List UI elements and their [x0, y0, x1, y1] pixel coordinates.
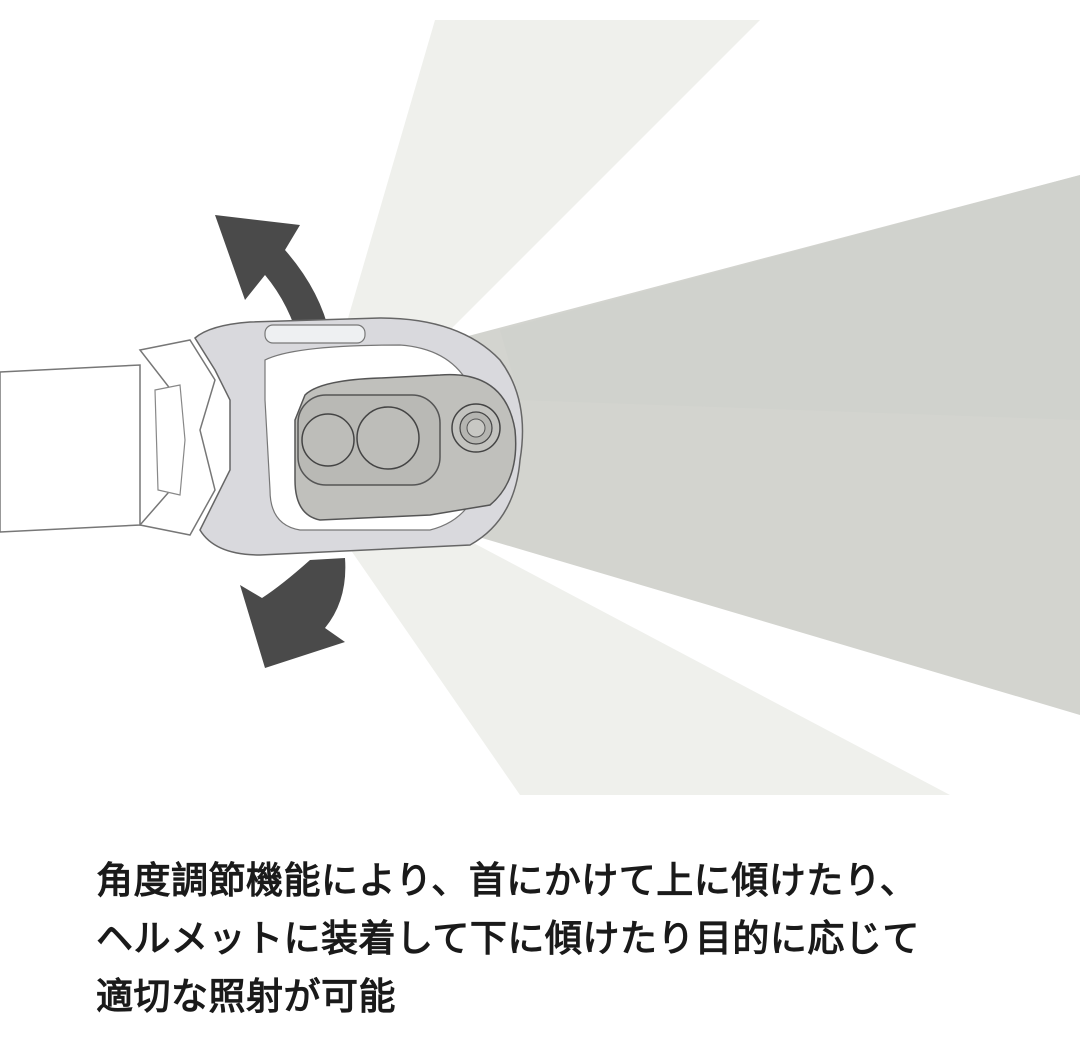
caption-line-3: 適切な照射が可能: [96, 975, 396, 1018]
led-left: [301, 413, 355, 467]
feature-caption: 角度調節機能により、首にかけて上に傾けたり、 ヘルメットに装着して下に傾けたり目…: [96, 852, 996, 1026]
caption-line-2: ヘルメットに装着して下に傾けたり目的に応じて: [96, 917, 920, 960]
tilt-down-arrow-icon: [240, 558, 346, 668]
caption-line-1: 角度調節機能により、首にかけて上に傾けたり、: [96, 859, 918, 902]
headlamp-illustration: [0, 20, 1080, 795]
led-center: [356, 406, 420, 470]
headband-strap: [0, 364, 141, 533]
tilt-up-arrow-icon: [215, 215, 330, 345]
wide-light-beam: [330, 20, 950, 795]
